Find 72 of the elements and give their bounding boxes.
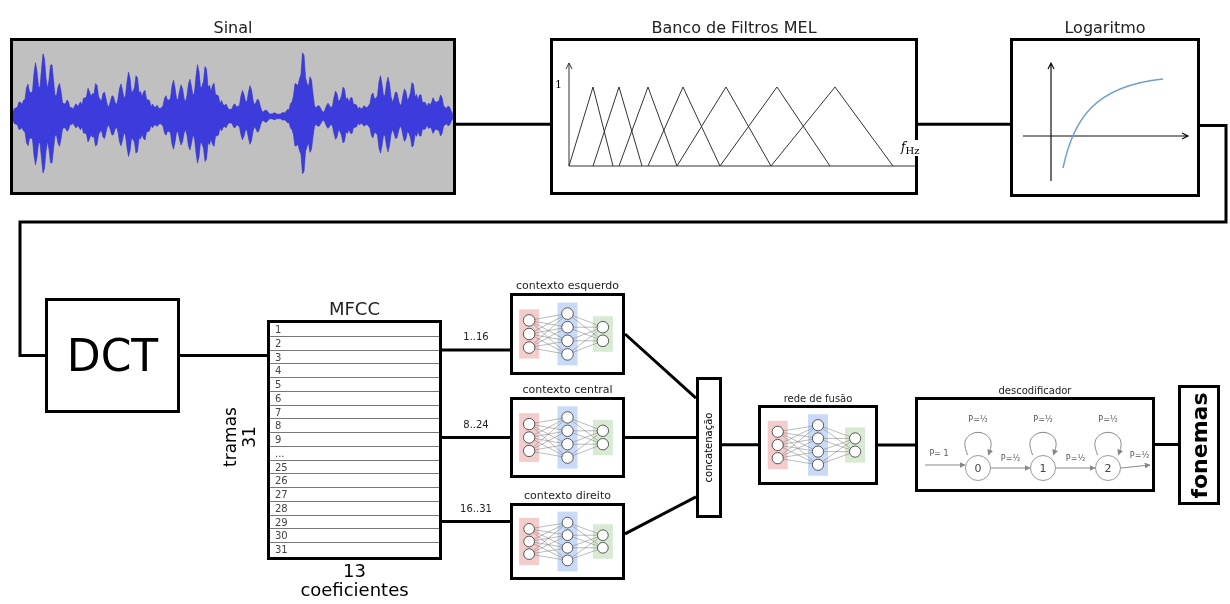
edge-label: 8..24: [463, 419, 489, 430]
block-label: concatenação: [703, 412, 715, 483]
connector-line: [625, 436, 696, 439]
edge-label: P=½: [1098, 416, 1118, 424]
connector-line: [180, 354, 267, 357]
connector-line: [442, 520, 510, 524]
dct-box: [45, 298, 180, 413]
connector-line: [18, 123, 1228, 357]
block-title: descodificador: [998, 385, 1072, 396]
table-cell: 29: [270, 515, 439, 530]
block-title: rede de fusão: [783, 393, 853, 404]
block-title: contexto central: [522, 383, 613, 396]
table-cell: 28: [270, 501, 439, 516]
transition-arrow: [924, 462, 966, 468]
connector-line: [456, 122, 550, 126]
block-title: Logaritmo: [1064, 18, 1146, 37]
transition-arrow: [964, 431, 993, 456]
table-cell-text: 31: [274, 543, 289, 557]
block-title: contexto esquerdo: [516, 279, 619, 292]
transition-arrow: [1094, 431, 1123, 456]
connector-line: [624, 495, 697, 536]
table-cell: 2: [270, 336, 439, 351]
axis-label: f$_{Hz}$: [901, 140, 920, 157]
state-circle: [965, 455, 991, 481]
table-cell: 4: [270, 364, 439, 378]
edge-label: 16..31: [460, 503, 492, 514]
connector-line: [878, 443, 915, 447]
table-cell: 26: [270, 474, 439, 488]
edge-label: P=½: [1033, 416, 1053, 424]
edge-label: P=½: [968, 416, 988, 424]
state-number: 1: [1039, 461, 1047, 475]
axis-caption: 13 coeficientes: [299, 561, 410, 599]
block-title: MFCC: [329, 298, 380, 319]
edge-label: P=½: [1065, 455, 1086, 463]
state-number: 0: [974, 461, 982, 475]
transition-arrow: [1029, 431, 1058, 456]
transition-arrow: [990, 465, 1031, 471]
table-cell: 7: [270, 405, 439, 420]
table-cell: ...: [270, 446, 439, 461]
connector-line: [1155, 443, 1178, 446]
block-label: DCT: [66, 330, 159, 381]
concatenation-box: [696, 377, 722, 518]
transition-arrow: [1055, 465, 1096, 471]
table-cell: 8: [270, 419, 439, 433]
edge-label: 1..16: [463, 332, 489, 342]
connector-line: [442, 436, 510, 440]
output-box: [1178, 385, 1220, 505]
connector-line: [624, 332, 697, 400]
table-cell: 1: [270, 323, 439, 337]
block-title: contexto direito: [524, 489, 611, 502]
block-title: Banco de Filtros MEL: [651, 18, 817, 37]
axis-label: 1: [555, 78, 562, 91]
state-circle: [1030, 455, 1056, 481]
connector-line: [918, 122, 1010, 126]
block-title: Sinal: [213, 18, 253, 37]
edge-label: P=½: [1000, 455, 1021, 463]
table-cell: 9: [270, 433, 439, 447]
edge-label: P= 1: [929, 450, 949, 458]
table-cell: 30: [270, 529, 439, 543]
connector-line: [442, 348, 510, 352]
state-number: 2: [1104, 461, 1112, 475]
state-circle: [1095, 455, 1121, 481]
table-cell: 5: [270, 378, 439, 392]
table-cell: 3: [270, 350, 439, 365]
edge-label: P=½: [1129, 451, 1150, 460]
transition-arrow: [1120, 462, 1151, 469]
table-cell: 6: [270, 391, 439, 406]
block-label: fonemas: [1186, 391, 1212, 499]
connector-line: [722, 443, 758, 447]
table-cell: 27: [270, 488, 439, 502]
table-cell: 25: [270, 460, 439, 475]
axis-caption: tramas 31: [221, 406, 259, 469]
